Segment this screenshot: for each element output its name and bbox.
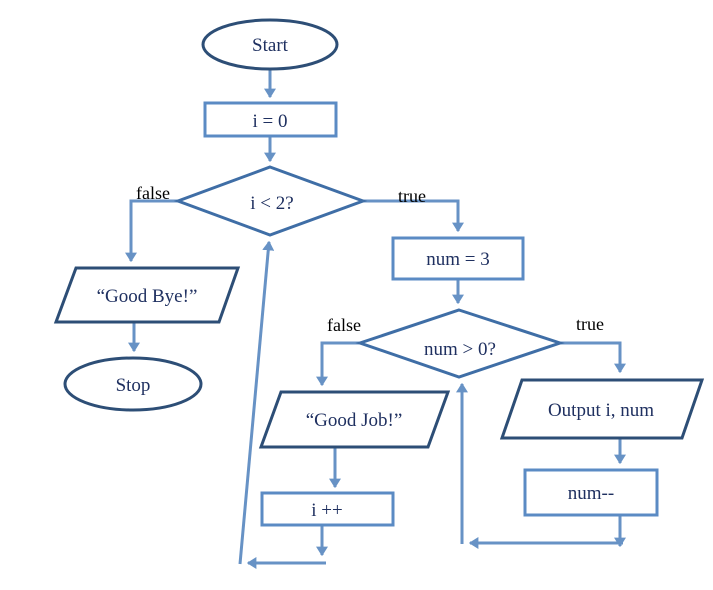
- node-cond-i-label: i < 2?: [250, 193, 293, 214]
- edge-label-cond-i-true: true: [398, 186, 426, 206]
- node-cond-num: [355, 308, 565, 379]
- node-init-num-label: num = 3: [426, 249, 490, 270]
- node-cond-i: [173, 165, 368, 237]
- node-decr-num: [523, 468, 659, 517]
- edge-label-cond-i-false: false: [136, 183, 170, 203]
- node-start-label: Start: [252, 35, 289, 56]
- node-init-i: [203, 101, 338, 138]
- node-stop: [63, 356, 203, 412]
- node-start: [201, 18, 339, 71]
- node-init-i-label: i = 0: [253, 111, 288, 132]
- node-cond-num-label: num > 0?: [424, 339, 496, 360]
- edge-cond-i-false-to-good-bye: [125, 199, 178, 263]
- edge-label-cond-num-false: false: [327, 315, 361, 335]
- node-good-job: [258, 390, 451, 449]
- node-decr-num-label: num--: [568, 483, 614, 504]
- edge-cond-i-true-to-init-num: [363, 199, 464, 233]
- edge-cond-num-false-to-good-job: [316, 341, 360, 387]
- node-output: [499, 378, 705, 440]
- node-incr-i: [260, 491, 395, 527]
- node-good-job-label: “Good Job!”: [306, 410, 403, 431]
- node-output-label: Output i, num: [548, 400, 654, 421]
- node-init-num: [391, 236, 525, 281]
- edge-label-cond-num-true: true: [576, 314, 604, 334]
- edge-incr-i-up-to-cond-i: [238, 240, 275, 565]
- node-stop-label: Stop: [116, 375, 151, 396]
- node-incr-i-label: i ++: [311, 500, 342, 521]
- node-good-bye: [53, 266, 241, 324]
- node-good-bye-label: “Good Bye!”: [97, 286, 198, 307]
- edge-cond-num-true-to-output: [560, 341, 626, 374]
